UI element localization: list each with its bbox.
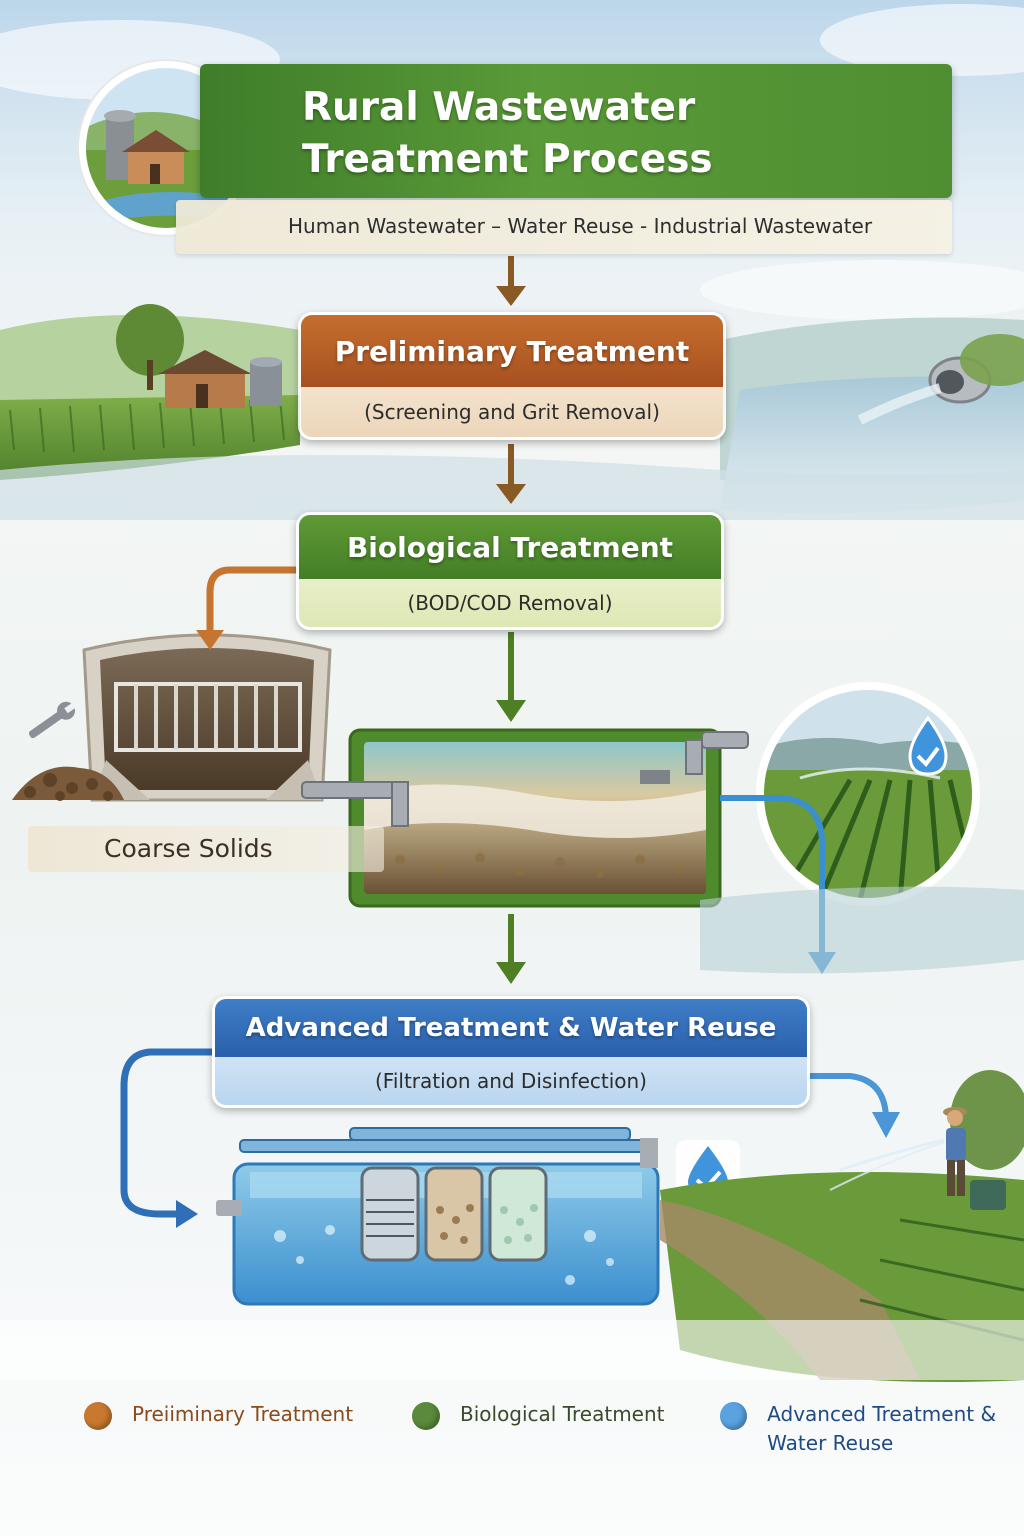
flow-arrow-tank-to-advanced	[496, 914, 526, 984]
title-line-2: Treatment Process	[302, 137, 713, 182]
step-title: Biological Treatment	[299, 515, 721, 579]
step-title: Advanced Treatment & Water Reuse	[215, 999, 807, 1057]
legend-dot	[720, 1402, 748, 1430]
legend-item-biological: Biological Treatment	[412, 1400, 665, 1430]
legend-label: Advanced Treatment & Water Reuse	[767, 1402, 997, 1455]
farmer-figure	[829, 1107, 1006, 1210]
step-biological-treatment: Biological Treatment (BOD/COD Removal)	[296, 512, 724, 630]
legend-item-preliminary: Preiiminary Treatment	[84, 1400, 353, 1430]
flow-arrow-preliminary-to-biological	[496, 444, 526, 504]
step-detail: (BOD/COD Removal)	[299, 579, 721, 627]
step-title: Preliminary Treatment	[301, 315, 723, 387]
legend-item-advanced: Advanced Treatment & Water Reuse	[720, 1400, 1000, 1458]
advanced-filtration-tank-illustration	[216, 1127, 660, 1306]
subtitle-strip	[176, 200, 952, 254]
title-banner	[200, 64, 952, 198]
legend-label: Preiiminary Treatment	[132, 1402, 354, 1426]
flow-arrow-title-to-preliminary	[496, 256, 526, 306]
screening-chamber-illustration	[82, 633, 332, 802]
water-drop-check-icon	[908, 715, 948, 776]
crop-field-illustration	[756, 682, 980, 906]
biological-tank-illustration	[301, 728, 749, 908]
legend-label: Biological Treatment	[460, 1402, 665, 1426]
legend: Preiiminary Treatment Biological Treatme…	[80, 1400, 1000, 1470]
step-advanced-treatment: Advanced Treatment & Water Reuse (Filtra…	[212, 996, 810, 1108]
coarse-solids-strip	[28, 826, 384, 872]
page-title: Rural Wastewater Treatment Process	[302, 82, 922, 186]
step-detail: (Screening and Grit Removal)	[301, 387, 723, 437]
flow-arrow-biological-to-tank	[496, 632, 526, 722]
page-subtitle: Human Wastewater – Water Reuse - Industr…	[288, 214, 873, 238]
wrench-icon	[28, 701, 76, 739]
step-preliminary-treatment: Preliminary Treatment (Screening and Gri…	[298, 312, 726, 440]
coarse-solids-label: Coarse Solids	[104, 834, 273, 863]
title-line-1: Rural Wastewater	[302, 85, 696, 130]
legend-dot	[84, 1402, 112, 1430]
step-detail: (Filtration and Disinfection)	[215, 1057, 807, 1105]
legend-dot	[412, 1402, 440, 1430]
